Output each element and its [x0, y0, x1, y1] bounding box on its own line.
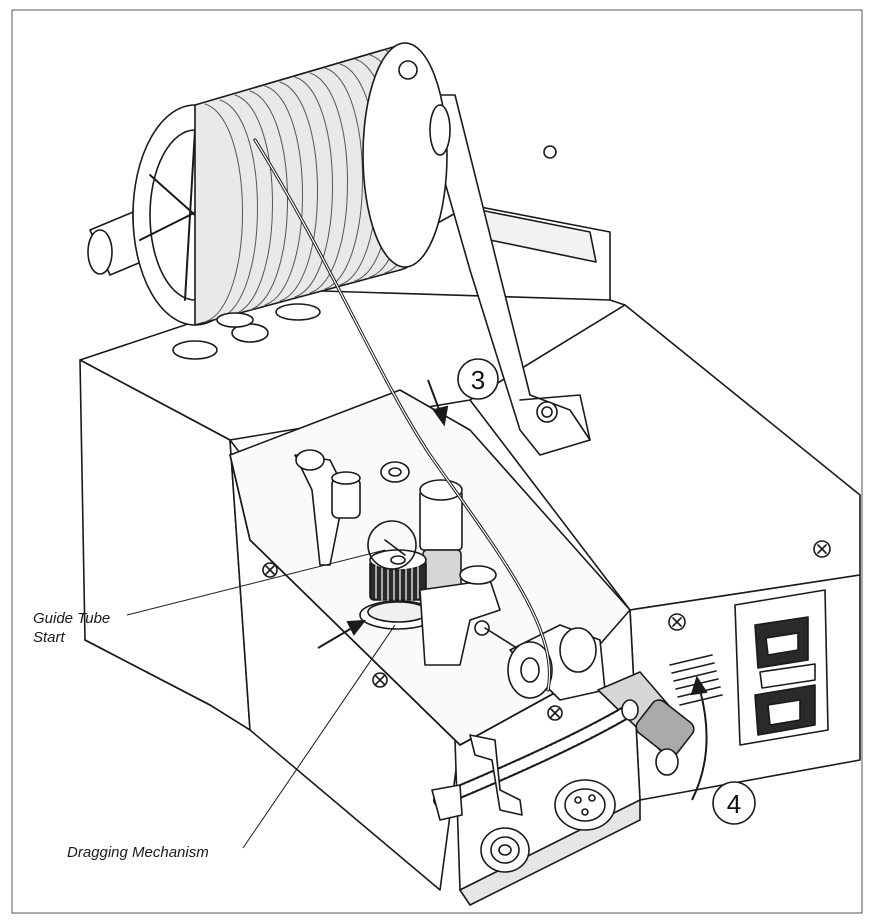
step-4-label: 4	[727, 789, 741, 819]
step-3-marker: 3	[457, 358, 499, 400]
pointer-arrows	[317, 379, 708, 801]
housing-screws	[262, 540, 831, 721]
step-4-marker: 4	[712, 781, 756, 825]
power-module	[734, 589, 829, 746]
guide-tube	[431, 671, 695, 821]
wire-spool	[87, 42, 557, 326]
label-dragging-mechanism: Dragging Mechanism	[67, 844, 209, 861]
step-3-label: 3	[471, 365, 485, 395]
label-guide-tube-line2: Start	[33, 629, 66, 646]
dragging-mechanism	[294, 449, 606, 701]
deck-pads	[172, 303, 321, 360]
label-guide-tube-line1: Guide Tube	[33, 610, 110, 627]
callout-lines	[126, 549, 396, 849]
spool-arm	[419, 94, 591, 456]
front-connectors	[480, 779, 616, 873]
